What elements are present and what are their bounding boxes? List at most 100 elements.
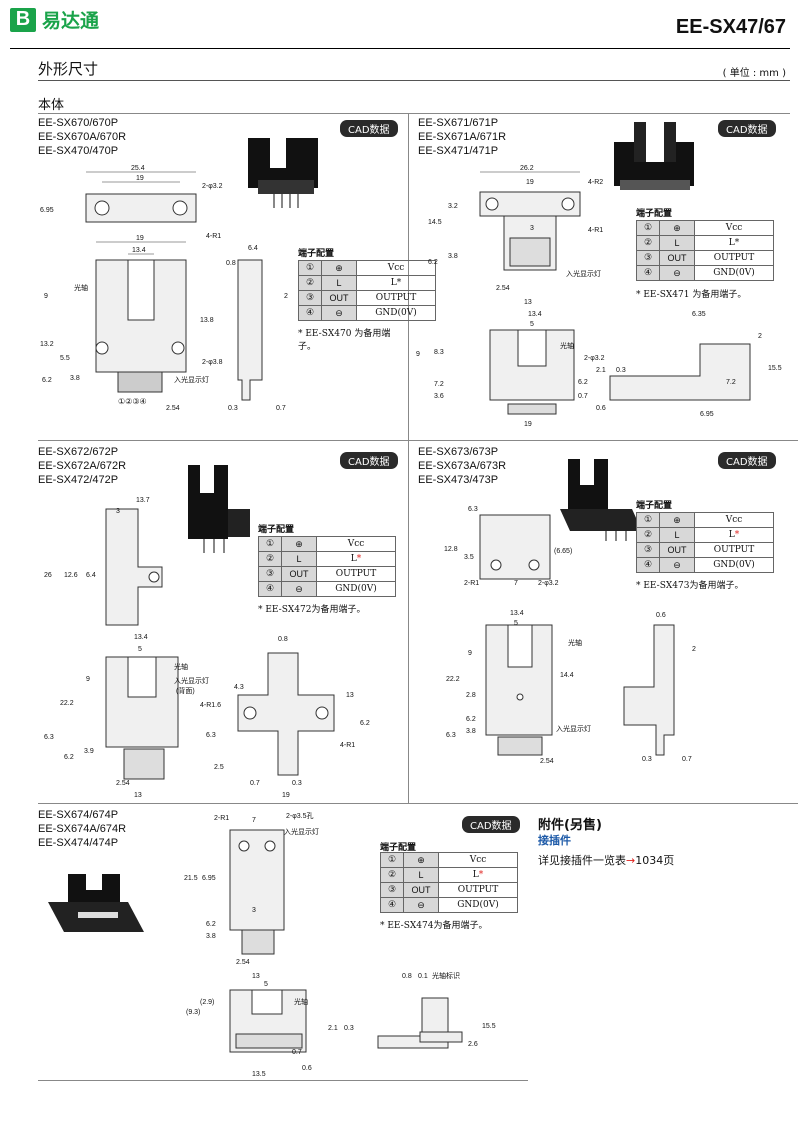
pin-no: ② xyxy=(636,527,660,543)
top-view xyxy=(105,508,163,626)
dim: 6.3 xyxy=(44,734,54,741)
arrow-icon: → xyxy=(626,854,636,867)
dim: 0.6 xyxy=(596,405,606,412)
dim: 21.5 xyxy=(184,875,198,882)
pin-config-title: 端子配置 xyxy=(298,249,335,259)
dim: 0.3 xyxy=(344,1025,354,1032)
pin-value-text: L xyxy=(728,530,735,540)
dim: 6.4 xyxy=(86,572,96,579)
pin-note: * EE-SX471 为备用端子。 xyxy=(636,290,747,300)
pin-no: ④ xyxy=(298,305,322,321)
pin-value: GND(0V) xyxy=(316,581,396,597)
pin-symbol: ⊖ xyxy=(281,581,317,597)
dim: 13.4 xyxy=(510,610,524,617)
dim: 2.54 xyxy=(116,780,130,787)
block5-models: EE-SX674/674P EE-SX674A/674R EE-SX474/47… xyxy=(38,808,126,850)
pin-symbol: ⊖ xyxy=(321,305,357,321)
block1-models: EE-SX670/670P EE-SX670A/670R EE-SX470/47… xyxy=(38,116,126,158)
cad-button[interactable]: CAD数据 xyxy=(340,452,398,469)
dim: 2.54 xyxy=(540,758,554,765)
grid-top-rule xyxy=(38,113,790,114)
block2-models: EE-SX671/671P EE-SX671A/671R EE-SX471/47… xyxy=(418,116,506,158)
model-line: EE-SX470/470P xyxy=(38,145,119,157)
pin-symbol: ⊕ xyxy=(321,260,357,276)
dim: 4.3 xyxy=(234,684,244,691)
block3-models: EE-SX672/672P EE-SX672A/672R EE-SX472/47… xyxy=(38,445,126,487)
dim: 0.3 xyxy=(642,756,652,763)
accessory-title: 附件(另售) xyxy=(538,818,602,833)
grid-divider-h1 xyxy=(38,440,798,441)
model-line: EE-SX672A/672R xyxy=(38,460,127,472)
dim: 0.3 xyxy=(228,405,238,412)
pin-symbol: ⊕ xyxy=(659,512,695,528)
cad-button[interactable]: CAD数据 xyxy=(718,452,776,469)
top-view xyxy=(229,829,285,931)
dim: 15.5 xyxy=(768,365,782,372)
dim: 25.4 xyxy=(131,165,145,172)
pin-no: ③ xyxy=(380,882,404,898)
pin-value-text: L xyxy=(472,870,479,880)
cad-button[interactable]: CAD数据 xyxy=(462,816,520,833)
dim: 13 xyxy=(252,973,260,980)
pin-symbol: ⊖ xyxy=(403,897,439,913)
dim: (9.3) xyxy=(186,1009,200,1016)
dim: 13 xyxy=(134,792,142,799)
top-view xyxy=(479,514,551,580)
accessory-page-link[interactable]: 1034页 xyxy=(635,854,675,867)
dim: 0.7 xyxy=(682,756,692,763)
side-view xyxy=(623,624,675,756)
model-line: EE-SX670/670P xyxy=(38,117,119,129)
dim: 6.35 xyxy=(692,311,706,318)
dim: 19 xyxy=(136,235,144,242)
pin-note: * EE-SX470 为备用端子。 xyxy=(298,329,391,352)
dim: 2.8 xyxy=(466,692,476,699)
cad-button[interactable]: CAD数据 xyxy=(718,120,776,137)
dim: 26 xyxy=(44,572,52,579)
dim: 13.8 xyxy=(200,317,214,324)
label-axis: 光轴 xyxy=(174,662,188,671)
dim: 7 xyxy=(252,817,256,824)
pin-no: ② xyxy=(258,551,282,567)
side-view xyxy=(609,343,751,401)
block4-drawing: 6.3 12.8 3.5 (6.65) 2-R1 7 2-φ3.2 13.4 5… xyxy=(444,455,696,765)
pin-no: ② xyxy=(380,867,404,883)
dim: 2 xyxy=(692,646,696,653)
pin-symbol: L xyxy=(403,867,439,883)
dim: 9 xyxy=(416,351,420,358)
dim: 3.2 xyxy=(448,203,458,210)
dim: 2-φ3.8 xyxy=(202,359,223,366)
section-rule xyxy=(38,80,790,81)
dim: 3.8 xyxy=(70,375,80,382)
dim: 14.5 xyxy=(428,219,442,226)
pin-symbol: OUT xyxy=(659,542,695,558)
dim: 19 xyxy=(526,179,534,186)
label-axis: 光轴 xyxy=(560,341,574,350)
dim: 13.2 xyxy=(40,341,54,348)
dim: 5 xyxy=(514,620,518,627)
block2-drawing: 26.2 19 3.2 4-R2 4-R1 14.5 3 6.2 3.8 2.5… xyxy=(416,122,782,428)
dim: 3.8 xyxy=(466,728,476,735)
label-axis: 光轴 xyxy=(568,638,582,647)
pin-no: ① xyxy=(298,260,322,276)
pin-note: * EE-SX474为备用端子。 xyxy=(380,921,488,931)
dim: 2-R1 xyxy=(464,580,479,587)
pin-star: * xyxy=(734,238,740,248)
pin-symbol: L xyxy=(659,527,695,543)
accessory-text: 详见接插件一览表→1034页 xyxy=(538,852,674,868)
pin-symbol: OUT xyxy=(281,566,317,582)
header-rule xyxy=(10,48,790,49)
cad-button[interactable]: CAD数据 xyxy=(340,120,398,137)
block5-drawing: 2-R1 7 2-φ3.5孔 入光显示灯 21.5 6.95 3 6.2 3.8… xyxy=(48,812,496,1078)
pin-symbol: ⊖ xyxy=(659,557,695,573)
pin-no: ② xyxy=(636,235,660,251)
dim: 6.2 xyxy=(206,921,216,928)
page-title: EE-SX47/67 xyxy=(675,16,786,38)
dim: 0.8 xyxy=(226,260,236,267)
